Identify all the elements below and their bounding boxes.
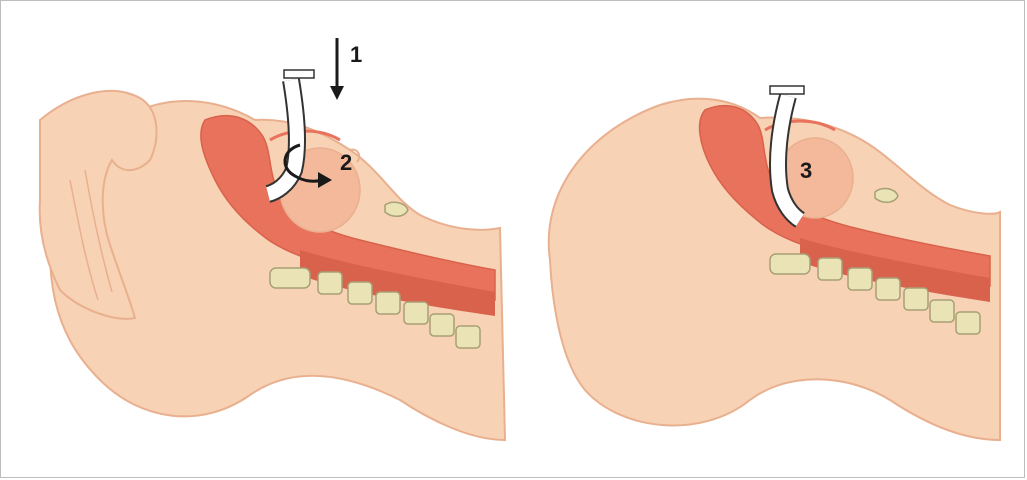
right-vertebra (930, 300, 954, 322)
right-vertebra (876, 278, 900, 300)
right-vertebra (770, 254, 810, 274)
right-vertebra (904, 288, 928, 310)
left-head-panel: 1 2 (40, 38, 505, 440)
left-vertebra (348, 282, 372, 304)
right-vertebra (956, 312, 980, 334)
left-vertebra (456, 326, 480, 348)
down-arrow-icon (330, 38, 344, 100)
left-vertebra (376, 292, 400, 314)
left-vertebra (318, 272, 342, 294)
left-vertebra (430, 314, 454, 336)
right-head-panel: 3 (549, 86, 1000, 440)
step-label-2: 2 (340, 150, 352, 175)
right-vertebra (848, 268, 872, 290)
left-vertebra (270, 268, 310, 288)
right-ear (875, 189, 898, 203)
right-vertebra (818, 258, 842, 280)
step-label-1: 1 (350, 42, 362, 67)
step-label-3: 3 (800, 158, 812, 183)
left-vertebra (404, 302, 428, 324)
